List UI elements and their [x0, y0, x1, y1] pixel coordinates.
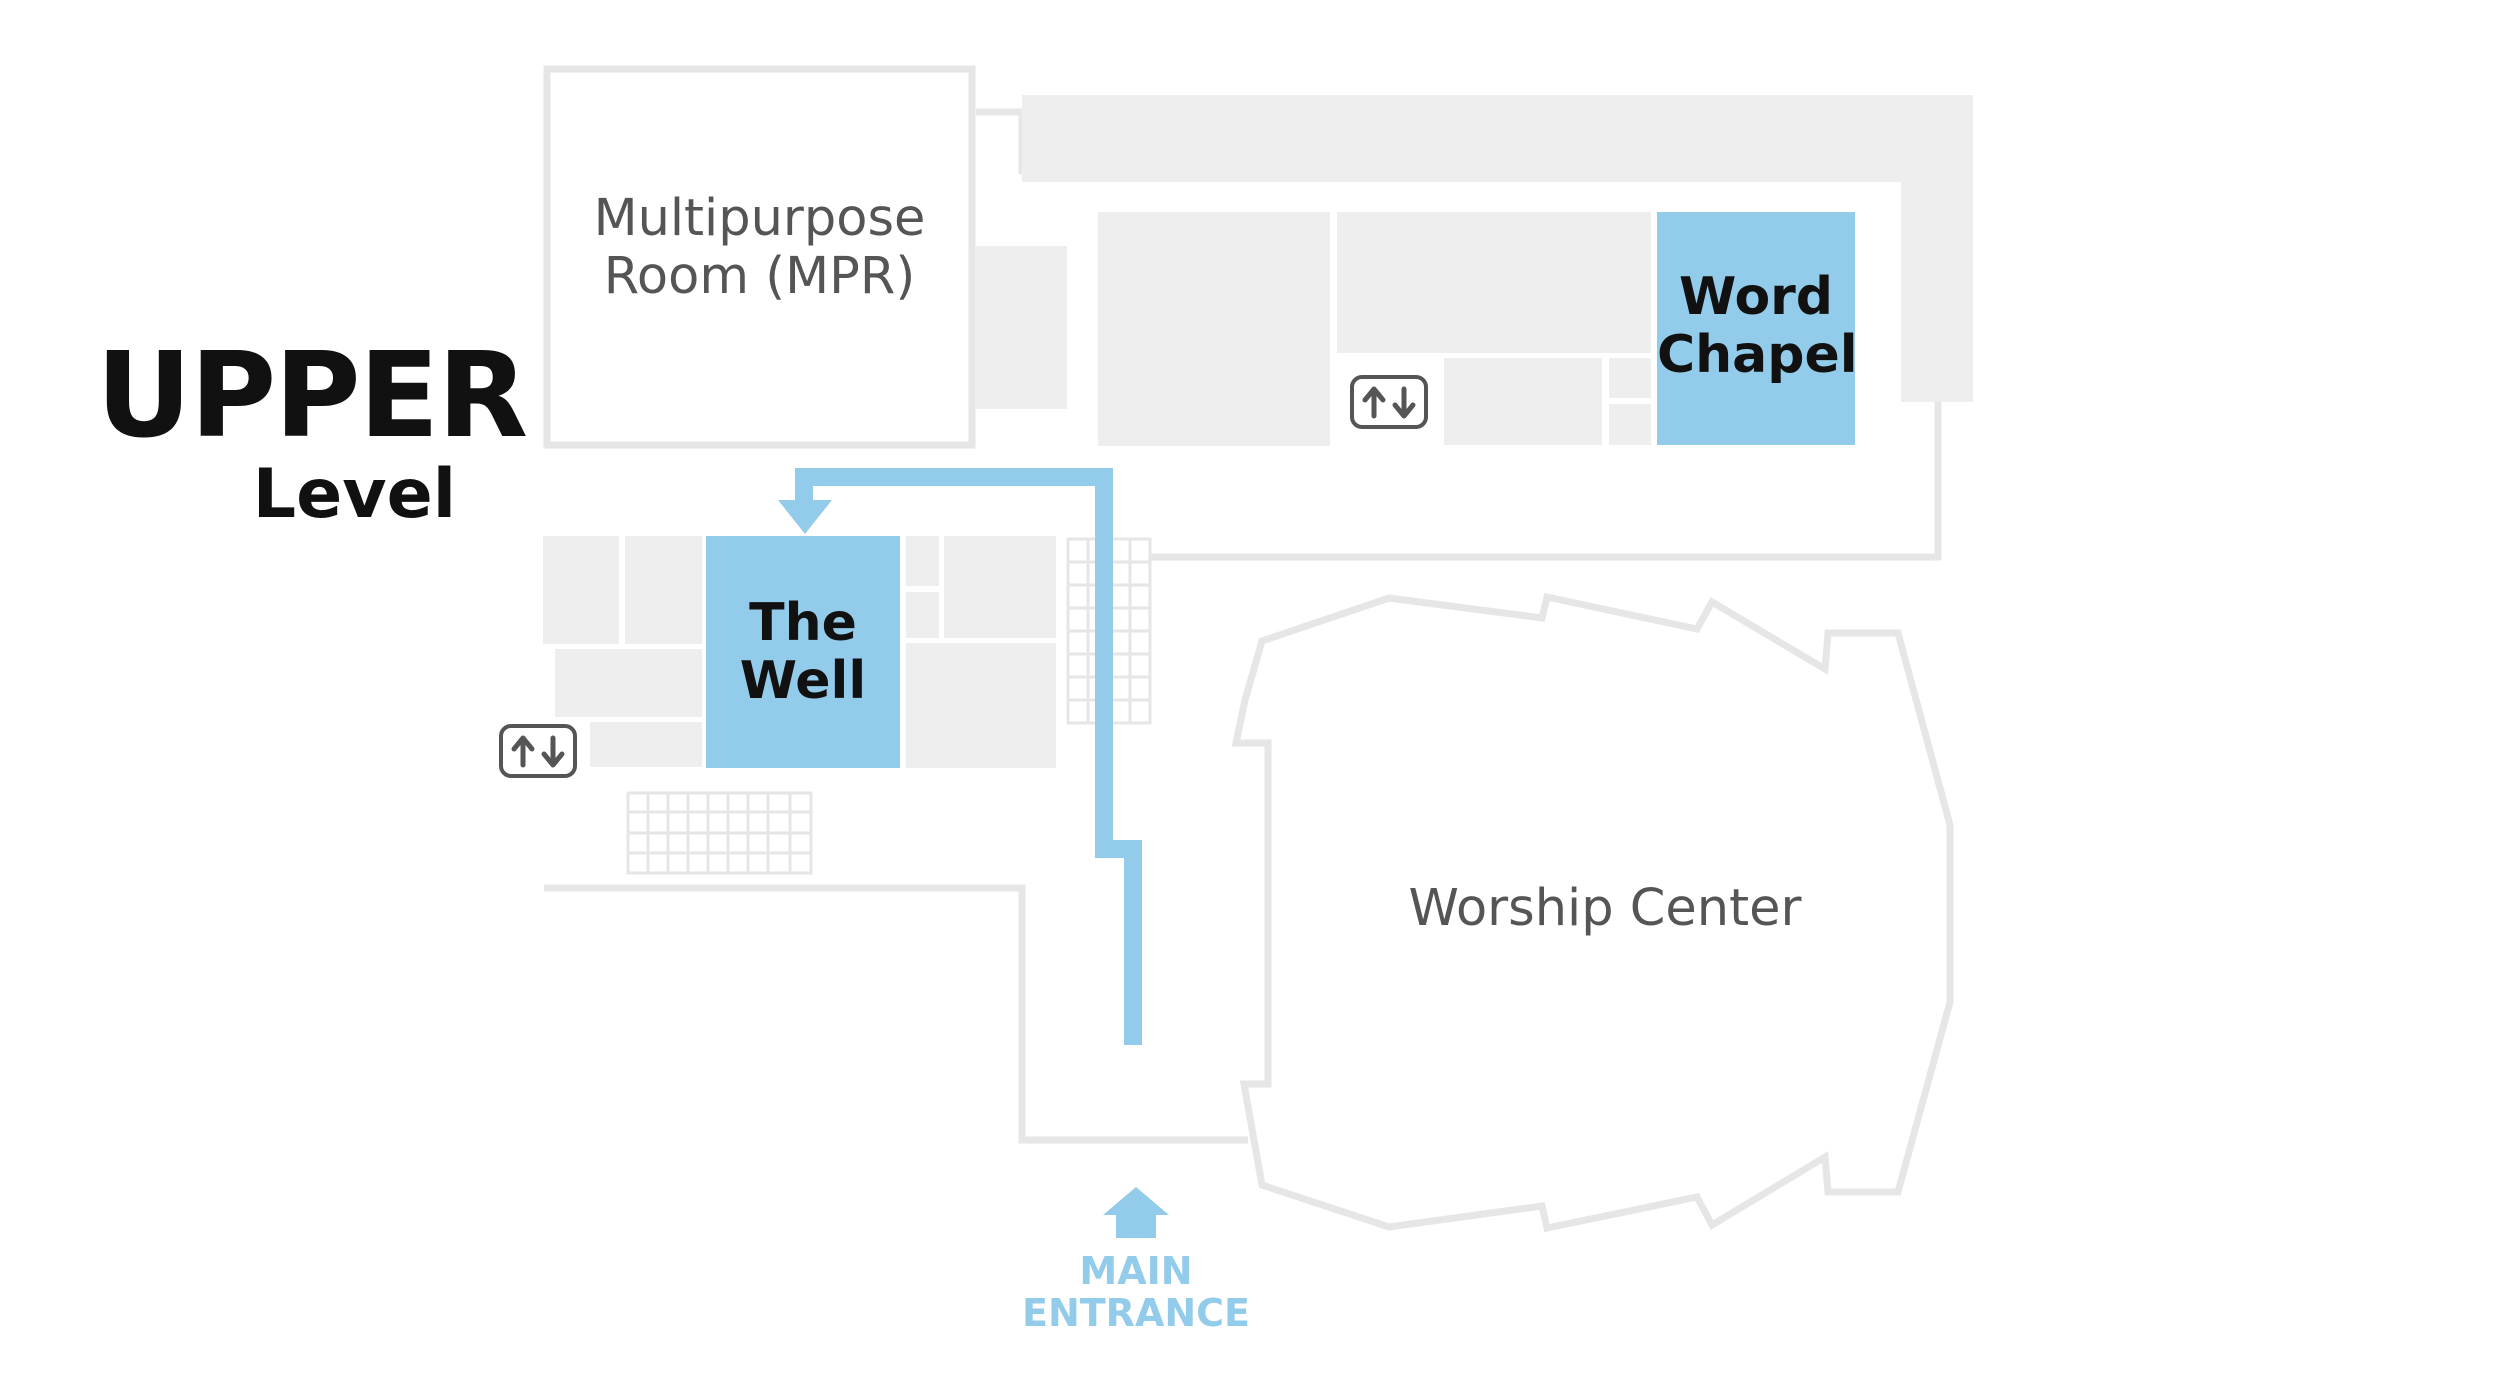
word-chapel-label-line2: Chapel: [1657, 325, 1858, 385]
mpr-outline: [543, 65, 976, 449]
the-well-label-line2: Well: [739, 651, 867, 711]
room-block: [906, 536, 939, 586]
room-block: [555, 649, 702, 717]
worship-center-label[interactable]: Worship Center: [1408, 879, 1802, 938]
room-block: [625, 536, 702, 644]
mpr-label-line1: Multipurpose: [593, 189, 926, 248]
worship-center-outline: [1231, 592, 1954, 1233]
room-block: [906, 592, 939, 638]
room-block: [944, 536, 1056, 638]
corridor-wall-top: [976, 108, 1026, 174]
room-block: [1098, 212, 1330, 446]
level-heading-main: UPPER: [96, 326, 528, 464]
main-entrance-line2: ENTRANCE: [1022, 1291, 1250, 1335]
route-path: [795, 468, 1142, 1045]
room-block: [1337, 212, 1651, 353]
room-block: [906, 643, 1056, 768]
route-arrowhead-icon: [778, 500, 832, 534]
room-block: [1609, 404, 1651, 445]
level-heading: UPPER Level: [96, 326, 528, 534]
elevator-icon: [1350, 375, 1428, 429]
the-well-label-line1: The: [749, 593, 857, 653]
mpr-label: Multipurpose Room (MPR): [547, 190, 972, 306]
main-entrance-label: MAIN ENTRANCE: [1000, 1250, 1272, 1334]
corridor-wall-south: [544, 884, 1248, 1144]
word-chapel-room[interactable]: [1657, 212, 1855, 445]
room-block: [543, 536, 619, 644]
main-entrance-line1: MAIN: [1079, 1249, 1193, 1293]
mpr-label-line2: Room (MPR): [603, 247, 916, 306]
room-block: [975, 246, 1067, 409]
gray-rooms: [543, 95, 1973, 768]
room-block: [590, 722, 702, 767]
the-well-room[interactable]: [706, 536, 900, 768]
room-block: [1444, 358, 1602, 445]
elevator-icon: [499, 724, 577, 778]
word-chapel-label-line1: Word: [1678, 267, 1834, 327]
up-arrow-icon: [1103, 1187, 1169, 1238]
word-chapel-label[interactable]: Word Chapel: [1657, 267, 1858, 385]
room-block: [1609, 358, 1651, 398]
the-well-label[interactable]: The Well: [706, 594, 900, 710]
corridor-wall-east: [1150, 402, 1942, 561]
level-heading-sub: Level: [252, 455, 456, 534]
l-shaped-hall: [1022, 95, 1973, 402]
